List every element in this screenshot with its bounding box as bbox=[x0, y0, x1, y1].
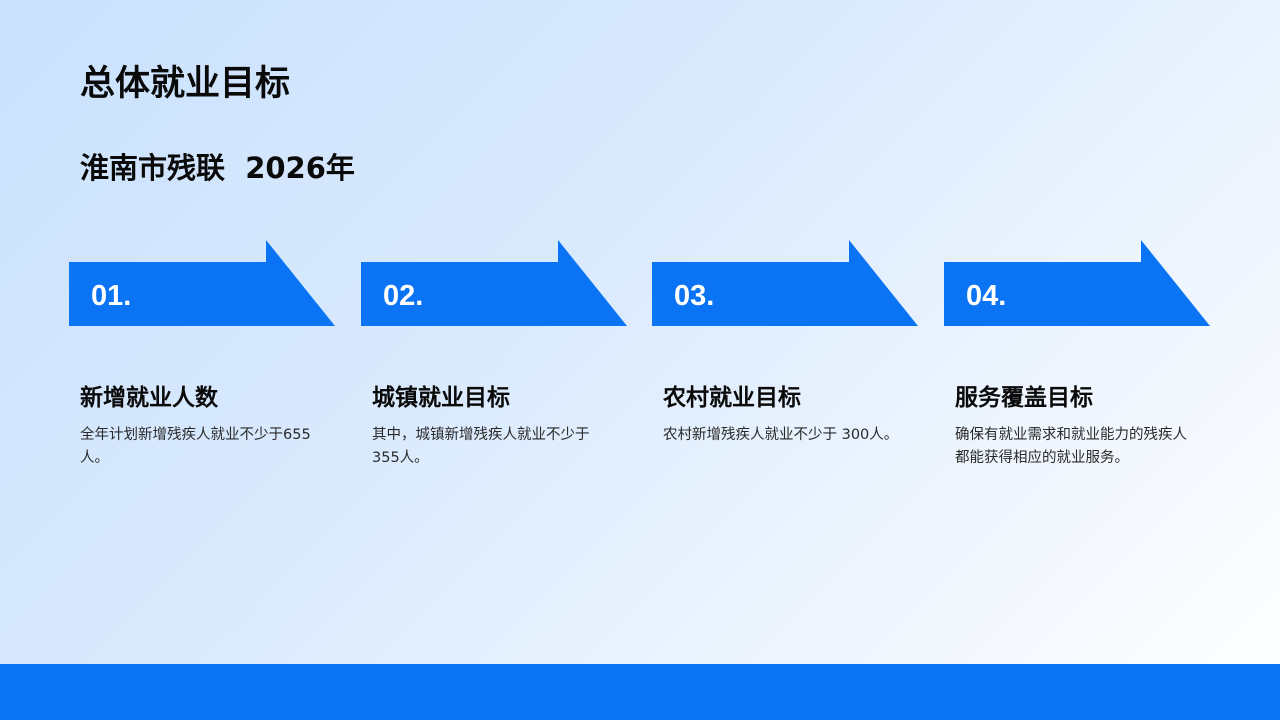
goal-card-3: 03. 农村就业目标 农村新增残疾人就业不少于 300人。 bbox=[652, 240, 918, 480]
goal-card-1: 01. 新增就业人数 全年计划新增残疾人就业不少于655人。 bbox=[69, 240, 335, 480]
step-number: 02. bbox=[383, 280, 424, 312]
arrow-banner-icon bbox=[944, 240, 1210, 326]
step-number: 01. bbox=[91, 280, 132, 312]
slide-subtitle: 淮南市残联 2026年 bbox=[80, 151, 355, 185]
goal-title: 新增就业人数 bbox=[80, 385, 218, 411]
goal-card-2: 02. 城镇就业目标 其中，城镇新增残疾人就业不少于355人。 bbox=[361, 240, 627, 480]
arrow-banner-icon bbox=[652, 240, 918, 326]
arrow-banner-icon bbox=[69, 240, 335, 326]
goal-title: 城镇就业目标 bbox=[372, 385, 510, 411]
slide-title: 总体就业目标 bbox=[80, 64, 291, 104]
goal-card-4: 04. 服务覆盖目标 确保有就业需求和就业能力的残疾人都能获得相应的就业服务。 bbox=[944, 240, 1210, 480]
goal-title: 农村就业目标 bbox=[663, 385, 801, 411]
goal-description: 确保有就业需求和就业能力的残疾人都能获得相应的就业服务。 bbox=[955, 427, 1187, 466]
footer-bar bbox=[0, 664, 1280, 720]
arrow-banner-icon bbox=[361, 240, 627, 326]
goal-description: 全年计划新增残疾人就业不少于655人。 bbox=[80, 427, 311, 466]
goal-description: 农村新增残疾人就业不少于 300人。 bbox=[663, 427, 899, 443]
goal-description: 其中，城镇新增残疾人就业不少于355人。 bbox=[372, 427, 590, 466]
step-number: 03. bbox=[674, 280, 715, 312]
step-number: 04. bbox=[966, 280, 1007, 312]
goal-title: 服务覆盖目标 bbox=[955, 385, 1093, 411]
